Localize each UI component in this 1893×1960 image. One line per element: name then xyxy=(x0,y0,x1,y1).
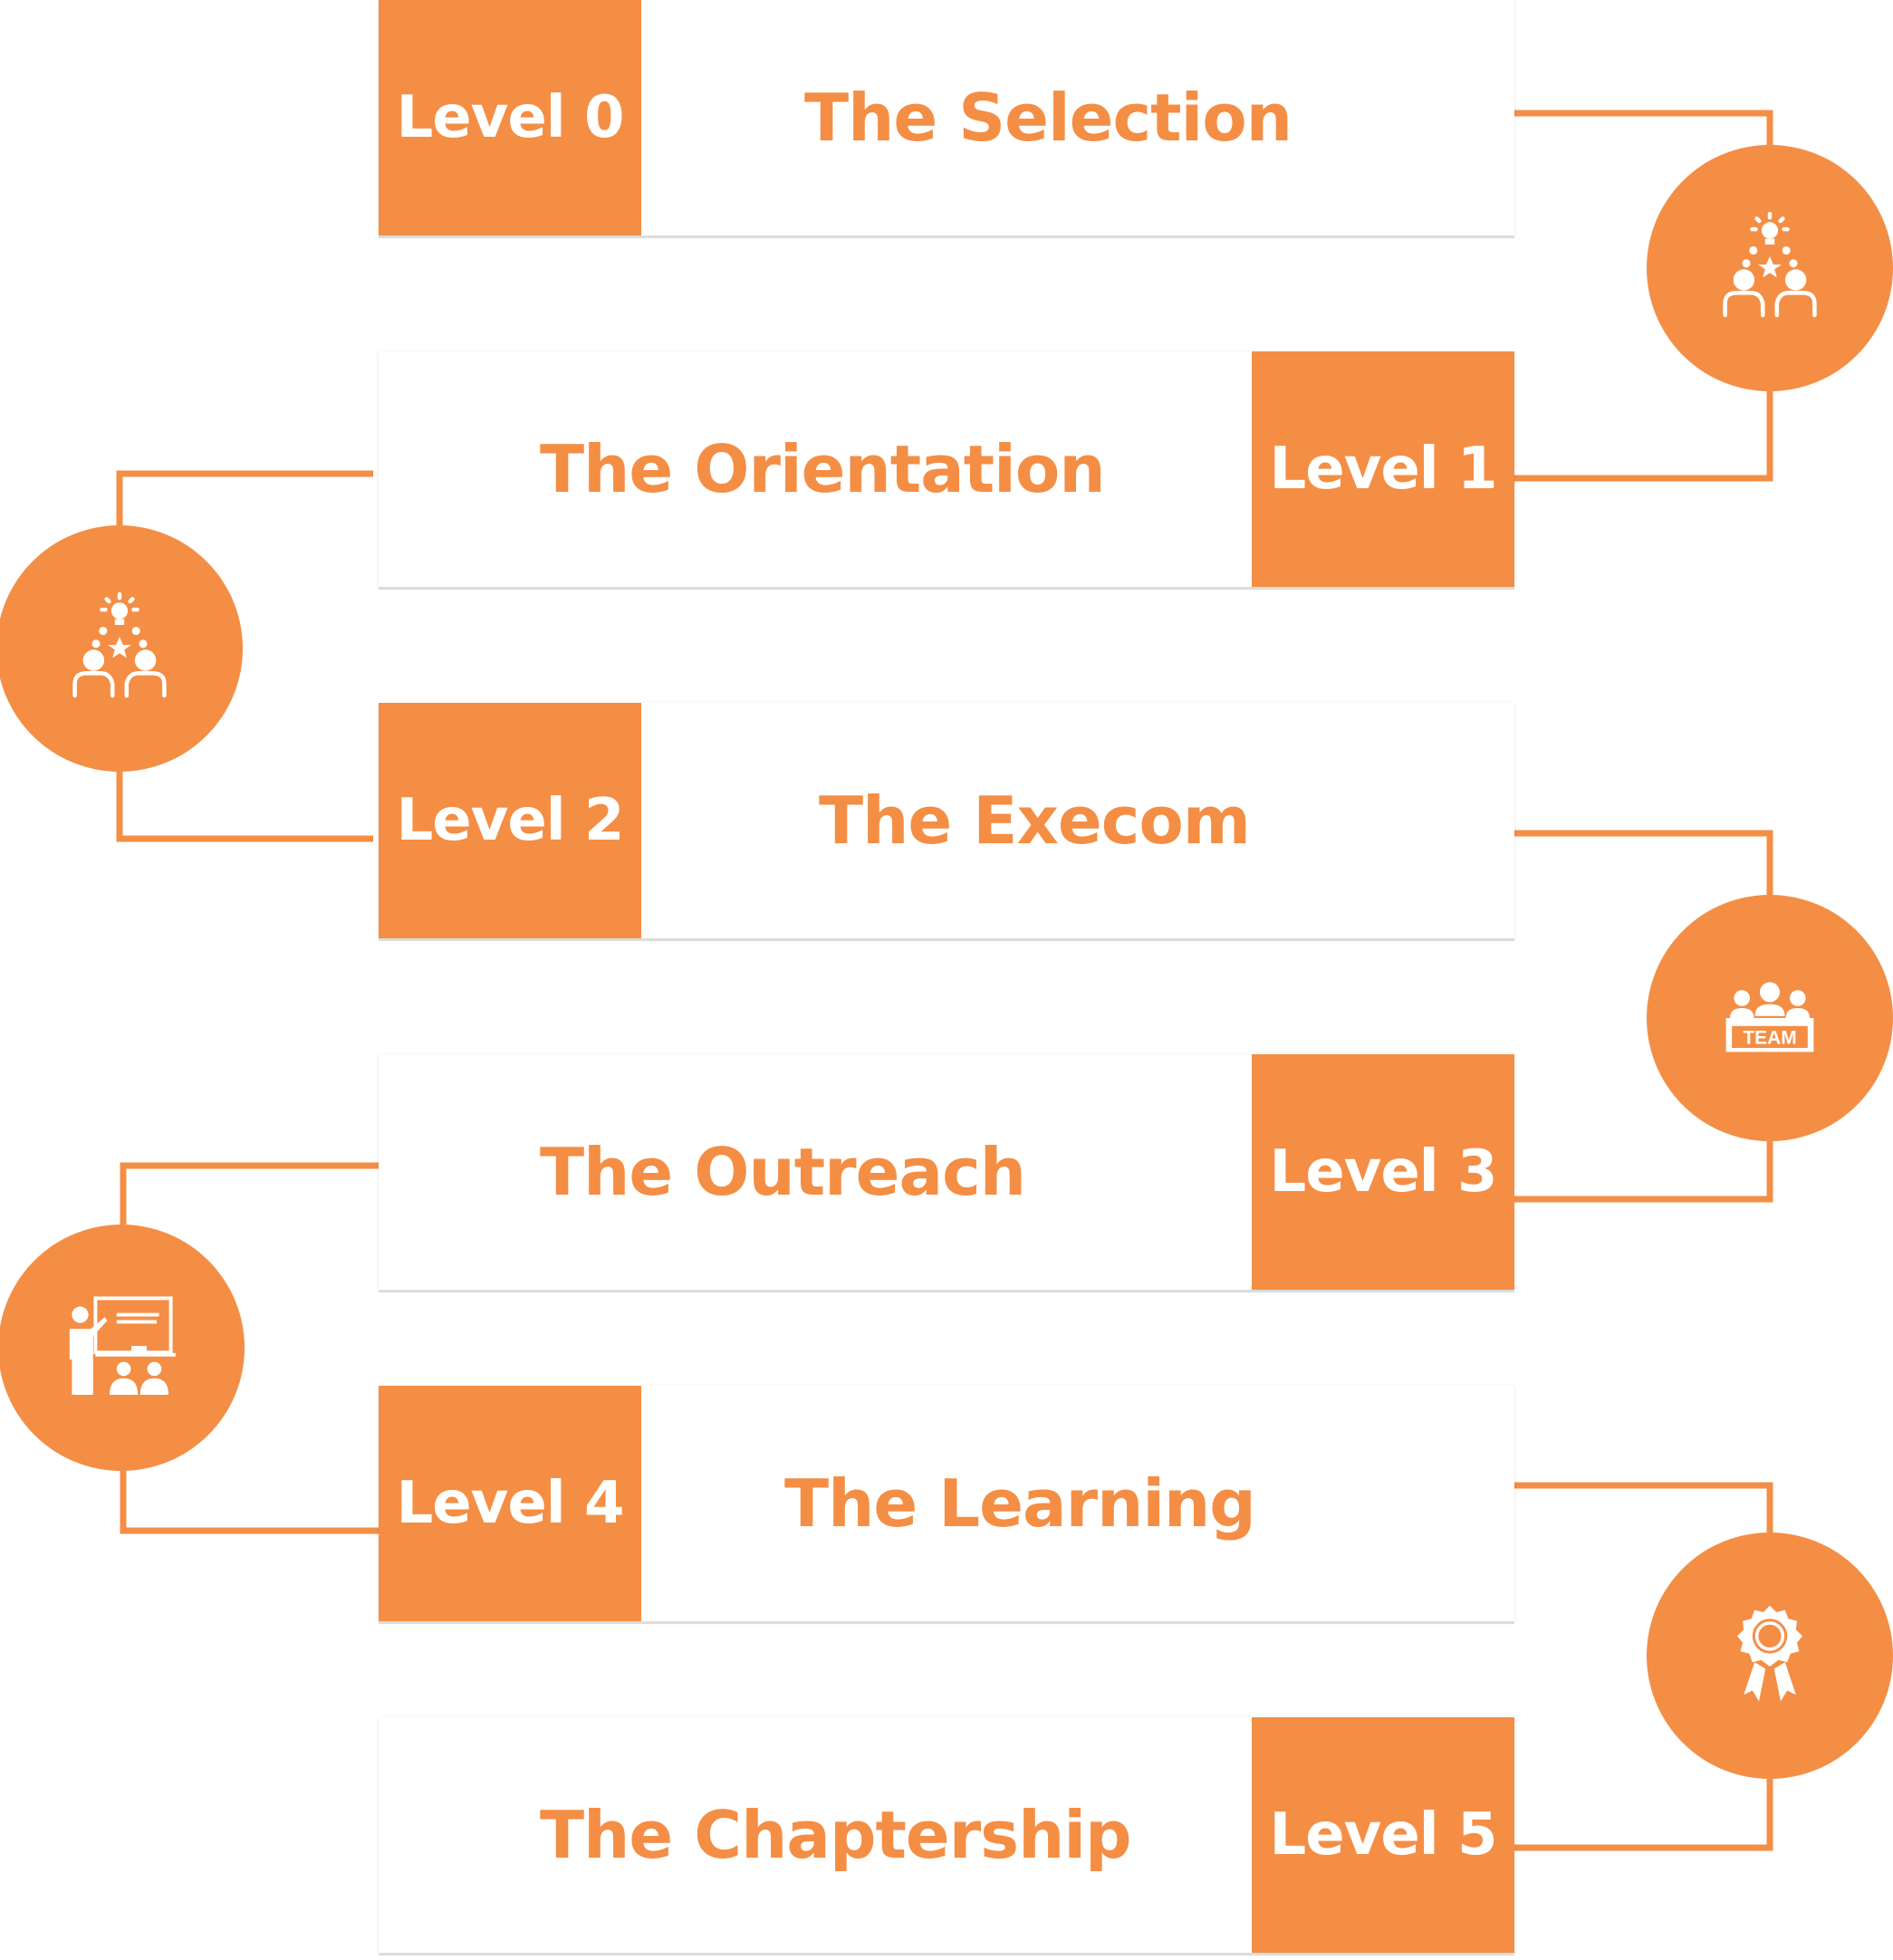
connector-0-1-top xyxy=(1514,110,1773,145)
level-5-title: The Chaptership xyxy=(540,1797,1132,1873)
connector-3-4-bottom xyxy=(120,1471,379,1534)
award-ribbon-icon xyxy=(1737,1605,1802,1702)
level-4-badge: Level 4 xyxy=(379,1386,641,1621)
level-5-card: The Chaptership Level 5 xyxy=(379,1717,1514,1953)
connector-4-5-bottom xyxy=(1514,1779,1773,1851)
connector-1-2-bottom xyxy=(116,772,373,842)
level-2-card: Level 2 The Execom xyxy=(379,703,1514,938)
level-4-title: The Learning xyxy=(784,1465,1256,1542)
team-idea-icon xyxy=(1723,211,1817,318)
team-icon-label: TEAM xyxy=(1743,1028,1796,1049)
connector-2-3-bottom xyxy=(1514,1141,1773,1203)
step-icon-circle-2 xyxy=(0,525,243,772)
connector-4-5-top xyxy=(1514,1482,1773,1532)
level-1-card: The Orientation Level 1 xyxy=(379,351,1514,587)
step-icon-circle-3: TEAM xyxy=(1647,895,1893,1141)
level-3-badge: Level 3 xyxy=(1252,1054,1514,1290)
level-2-title: The Execom xyxy=(819,783,1251,859)
connector-1-2-top xyxy=(116,470,373,525)
level-4-card: Level 4 The Learning xyxy=(379,1386,1514,1621)
step-icon-circle-5 xyxy=(1647,1532,1893,1779)
level-3-card: The Outreach Level 3 xyxy=(379,1054,1514,1290)
step-icon-circle-4 xyxy=(0,1225,245,1471)
team-icon: TEAM xyxy=(1725,982,1814,1052)
level-5-badge: Level 5 xyxy=(1252,1717,1514,1953)
connector-0-1-bottom xyxy=(1514,391,1773,482)
connector-3-4-top xyxy=(120,1162,379,1225)
team-idea-icon xyxy=(72,591,167,698)
connector-2-3-top xyxy=(1514,830,1773,895)
level-0-badge: Level 0 xyxy=(379,0,641,235)
level-0-card: Level 0 The Selection xyxy=(379,0,1514,235)
level-3-title: The Outreach xyxy=(540,1134,1026,1210)
teacher-classroom-icon xyxy=(69,1296,176,1395)
level-2-badge: Level 2 xyxy=(379,703,641,938)
level-0-title: The Selection xyxy=(804,80,1292,156)
level-1-title: The Orientation xyxy=(540,431,1106,507)
level-1-badge: Level 1 xyxy=(1252,351,1514,587)
step-icon-circle-1 xyxy=(1647,145,1893,391)
